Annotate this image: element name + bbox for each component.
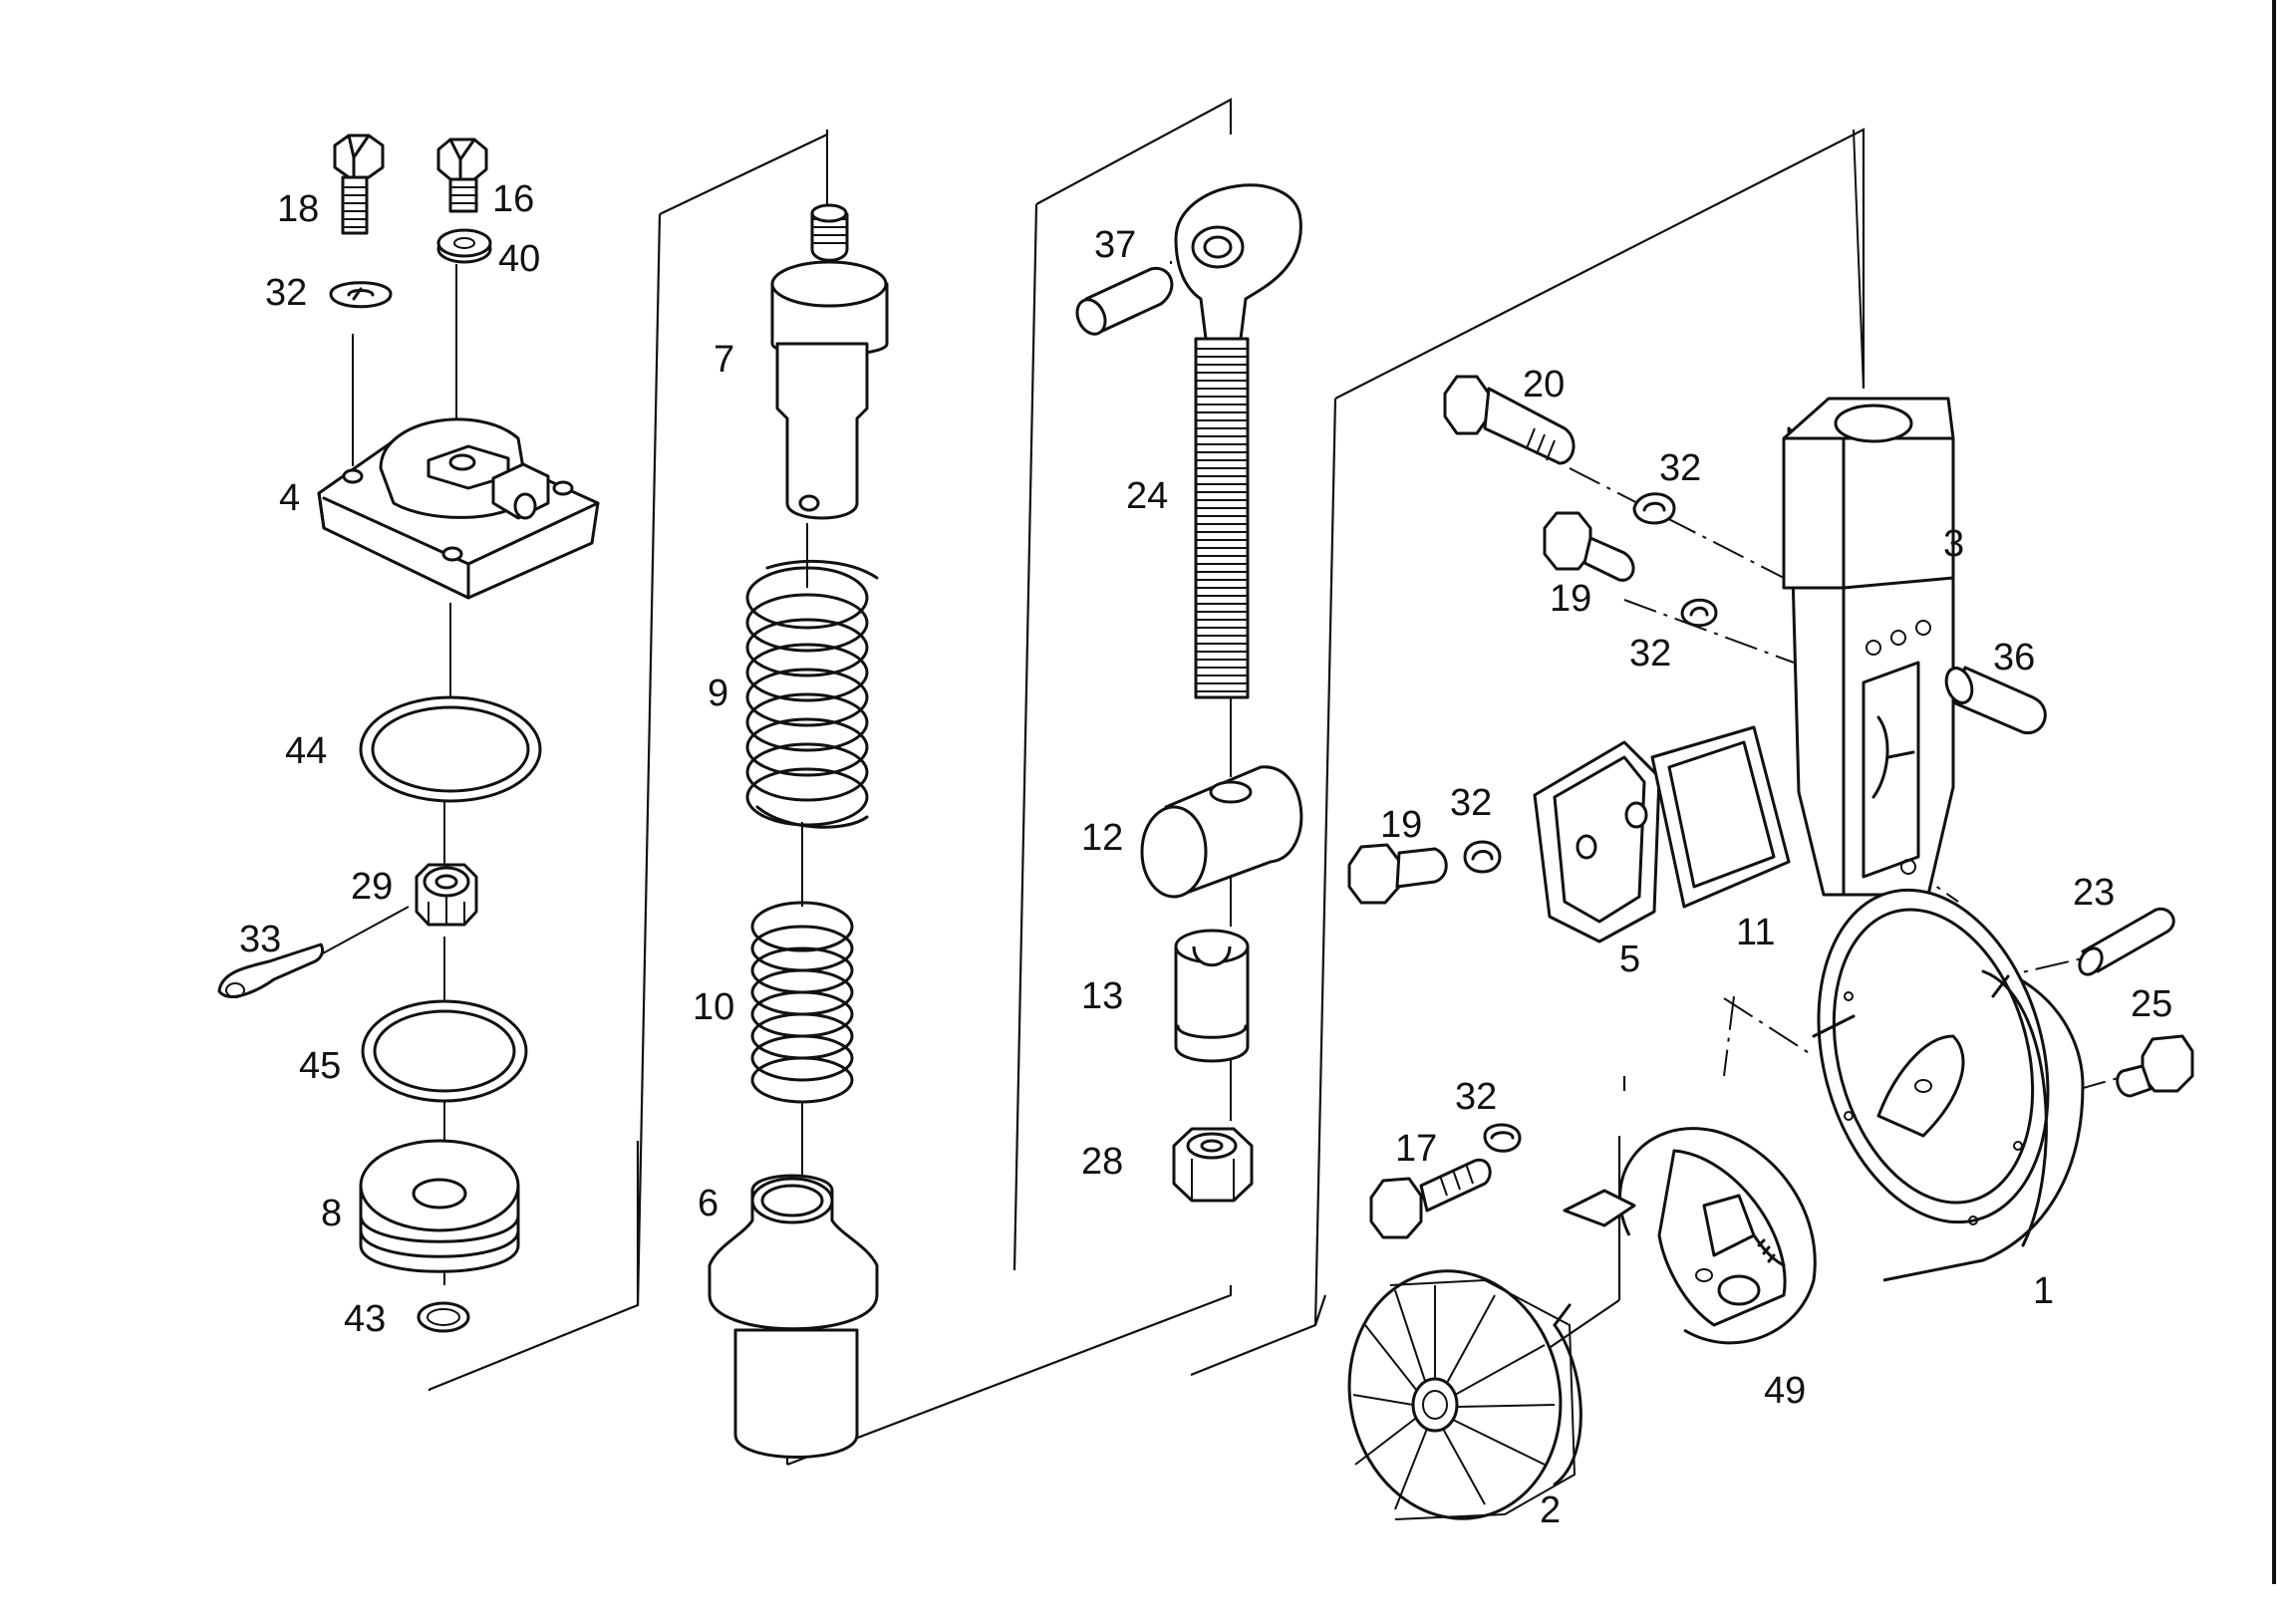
ring-45 [361,999,528,1103]
callout-37: 37 [1094,224,1136,266]
housing-3 [1782,397,1955,897]
callout-2: 2 [1540,1489,1561,1531]
bolt-19b [1347,843,1448,905]
callout-12: 12 [1081,817,1123,859]
callout-9: 9 [708,673,728,714]
callout-32c: 32 [1629,633,1671,674]
callout-24: 24 [1126,475,1168,517]
lockwasher-32c [1680,598,1718,628]
brake-assembly-49 [1563,1127,1817,1345]
oring-43 [417,1301,470,1333]
rod-7 [770,203,889,520]
pin-37 [1075,266,1174,336]
cross-block-12 [1140,765,1303,899]
oring-44 [359,695,542,803]
bolt-19a [1543,511,1635,582]
callout-44: 44 [285,730,327,772]
spring-9 [745,560,879,829]
bolt-16 [436,137,488,213]
callout-17: 17 [1395,1128,1437,1170]
cotter-pin-33 [217,943,325,998]
piston-8 [359,1139,520,1273]
callout-18: 18 [277,188,319,230]
pin-23 [2078,908,2175,976]
callout-36: 36 [1993,637,2035,678]
callout-32b: 32 [1659,447,1701,489]
callout-7: 7 [714,339,734,381]
pin-36 [1944,666,2047,734]
fan-cap-2 [1347,1269,1582,1520]
castle-nut-29 [415,863,478,927]
screw-25 [2116,1034,2194,1098]
lockwasher-32 [329,281,393,309]
gasket-11 [1650,725,1791,909]
callout-5: 5 [1619,939,1640,980]
callout-25: 25 [2131,983,2172,1025]
callout-32a: 32 [265,272,307,314]
lockwasher-32b [1632,492,1676,525]
callout-labels: 18 16 40 32 4 44 29 33 45 8 43 7 9 10 6 … [239,178,2172,1531]
lockwasher-32e [1483,1123,1522,1153]
callout-32e: 32 [1455,1076,1497,1118]
callout-28: 28 [1081,1141,1123,1183]
group-boundary-lines [428,98,1866,1467]
callout-29: 29 [351,866,393,908]
callout-32d: 32 [1450,782,1492,824]
callout-23: 23 [2073,872,2115,914]
callout-1: 1 [2033,1270,2054,1312]
cover-4 [317,417,600,600]
callout-19b: 19 [1380,804,1422,846]
callout-10: 10 [693,986,734,1028]
callout-13: 13 [1081,975,1123,1017]
bolt-20 [1443,375,1576,465]
spring-10 [750,901,854,1104]
sleeve-13 [1174,929,1250,1063]
drum-housing-1 [1812,888,2085,1282]
callout-49: 49 [1764,1370,1806,1412]
callout-20: 20 [1523,364,1565,405]
callout-4: 4 [279,477,300,519]
callout-45: 45 [299,1045,341,1087]
callout-19a: 19 [1550,578,1591,620]
plate-5 [1533,740,1661,944]
callout-33: 33 [239,919,281,960]
callout-6: 6 [698,1183,718,1224]
callout-3: 3 [1943,523,1964,565]
eye-bolt-24 [1174,183,1302,699]
callout-40: 40 [498,238,540,280]
bolt-17 [1369,1158,1492,1239]
lockwasher-32d [1463,840,1502,874]
callout-16: 16 [492,178,534,220]
callout-11: 11 [1736,912,1775,953]
base-6 [708,1174,879,1459]
bolt-18 [333,134,385,235]
nut-28 [1172,1127,1254,1203]
callout-43: 43 [344,1298,386,1340]
callout-8: 8 [321,1193,342,1234]
washer-40 [436,228,492,264]
